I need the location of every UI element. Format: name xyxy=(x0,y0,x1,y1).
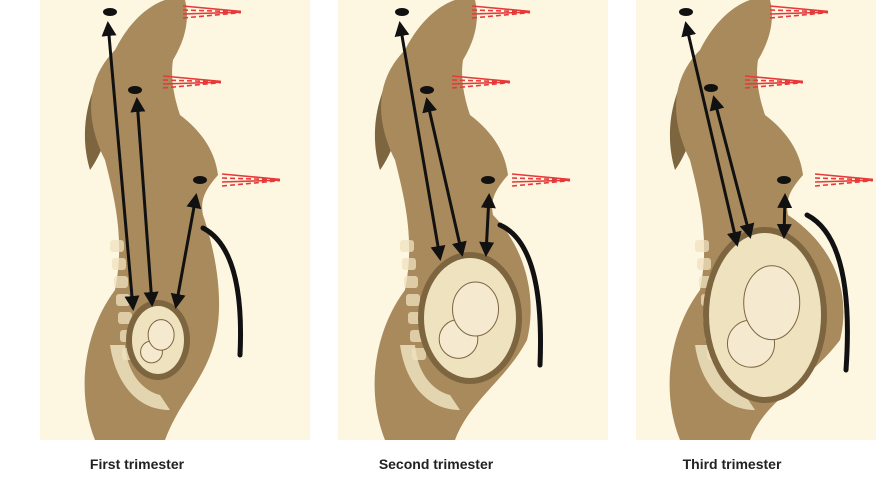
vertebra xyxy=(406,294,420,306)
vertebra xyxy=(116,294,130,306)
fetus-body xyxy=(453,282,499,336)
caption-third-trimester: Third trimester xyxy=(683,456,782,472)
fetus-body xyxy=(148,320,174,351)
head-sensor-icon xyxy=(103,8,117,16)
vertebra xyxy=(402,258,416,270)
head-sensor-icon xyxy=(395,8,409,16)
chest-sensor-icon xyxy=(777,176,791,184)
distance-arrow xyxy=(784,196,785,236)
vertebra xyxy=(697,258,711,270)
chest-sensor-icon xyxy=(193,176,207,184)
neck-sensor-icon xyxy=(420,86,434,94)
vertebra xyxy=(400,240,414,252)
caption-second-trimester: Second trimester xyxy=(379,456,493,472)
caption-first-trimester: First trimester xyxy=(90,456,184,472)
panel-third xyxy=(636,0,876,440)
neck-sensor-icon xyxy=(128,86,142,94)
vertebra xyxy=(695,240,709,252)
vertebra xyxy=(404,276,418,288)
vertebra xyxy=(110,240,124,252)
head-sensor-icon xyxy=(679,8,693,16)
chest-sensor-icon xyxy=(481,176,495,184)
panel-second xyxy=(338,0,608,440)
panel-first xyxy=(40,0,310,440)
vertebra xyxy=(112,258,126,270)
fetus-body xyxy=(744,266,800,340)
neck-sensor-icon xyxy=(704,84,718,92)
vertebra xyxy=(114,276,128,288)
